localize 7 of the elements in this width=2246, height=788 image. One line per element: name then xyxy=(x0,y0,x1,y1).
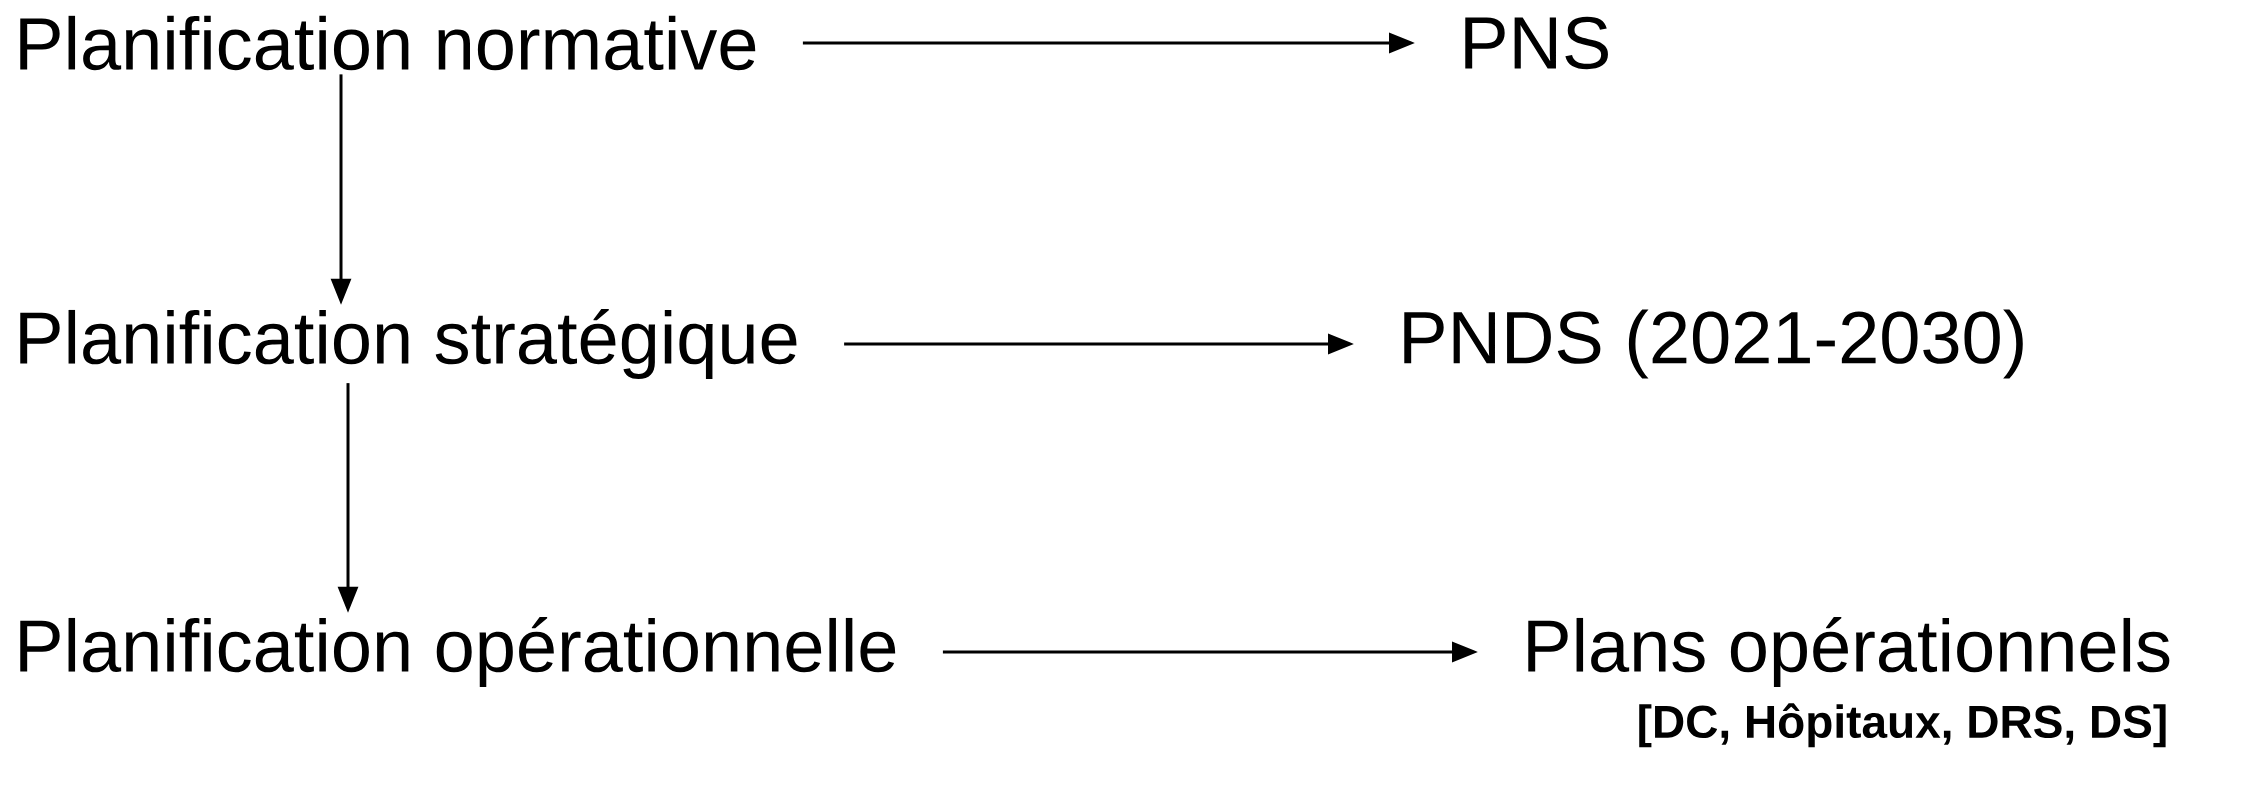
node-label: PNS xyxy=(1465,16,1608,70)
node-label: PNDS (2021-2030) xyxy=(1404,309,2023,379)
node-label: Planification normative xyxy=(20,15,756,71)
node-label: Planification opérationnelle xyxy=(20,617,896,687)
node-label: Planification stratégique xyxy=(20,309,797,379)
node-caption: [DC, Hôpitaux, DRS, DS] xyxy=(1639,703,2166,748)
node-label: Plans opérationnels xyxy=(1528,617,2170,687)
